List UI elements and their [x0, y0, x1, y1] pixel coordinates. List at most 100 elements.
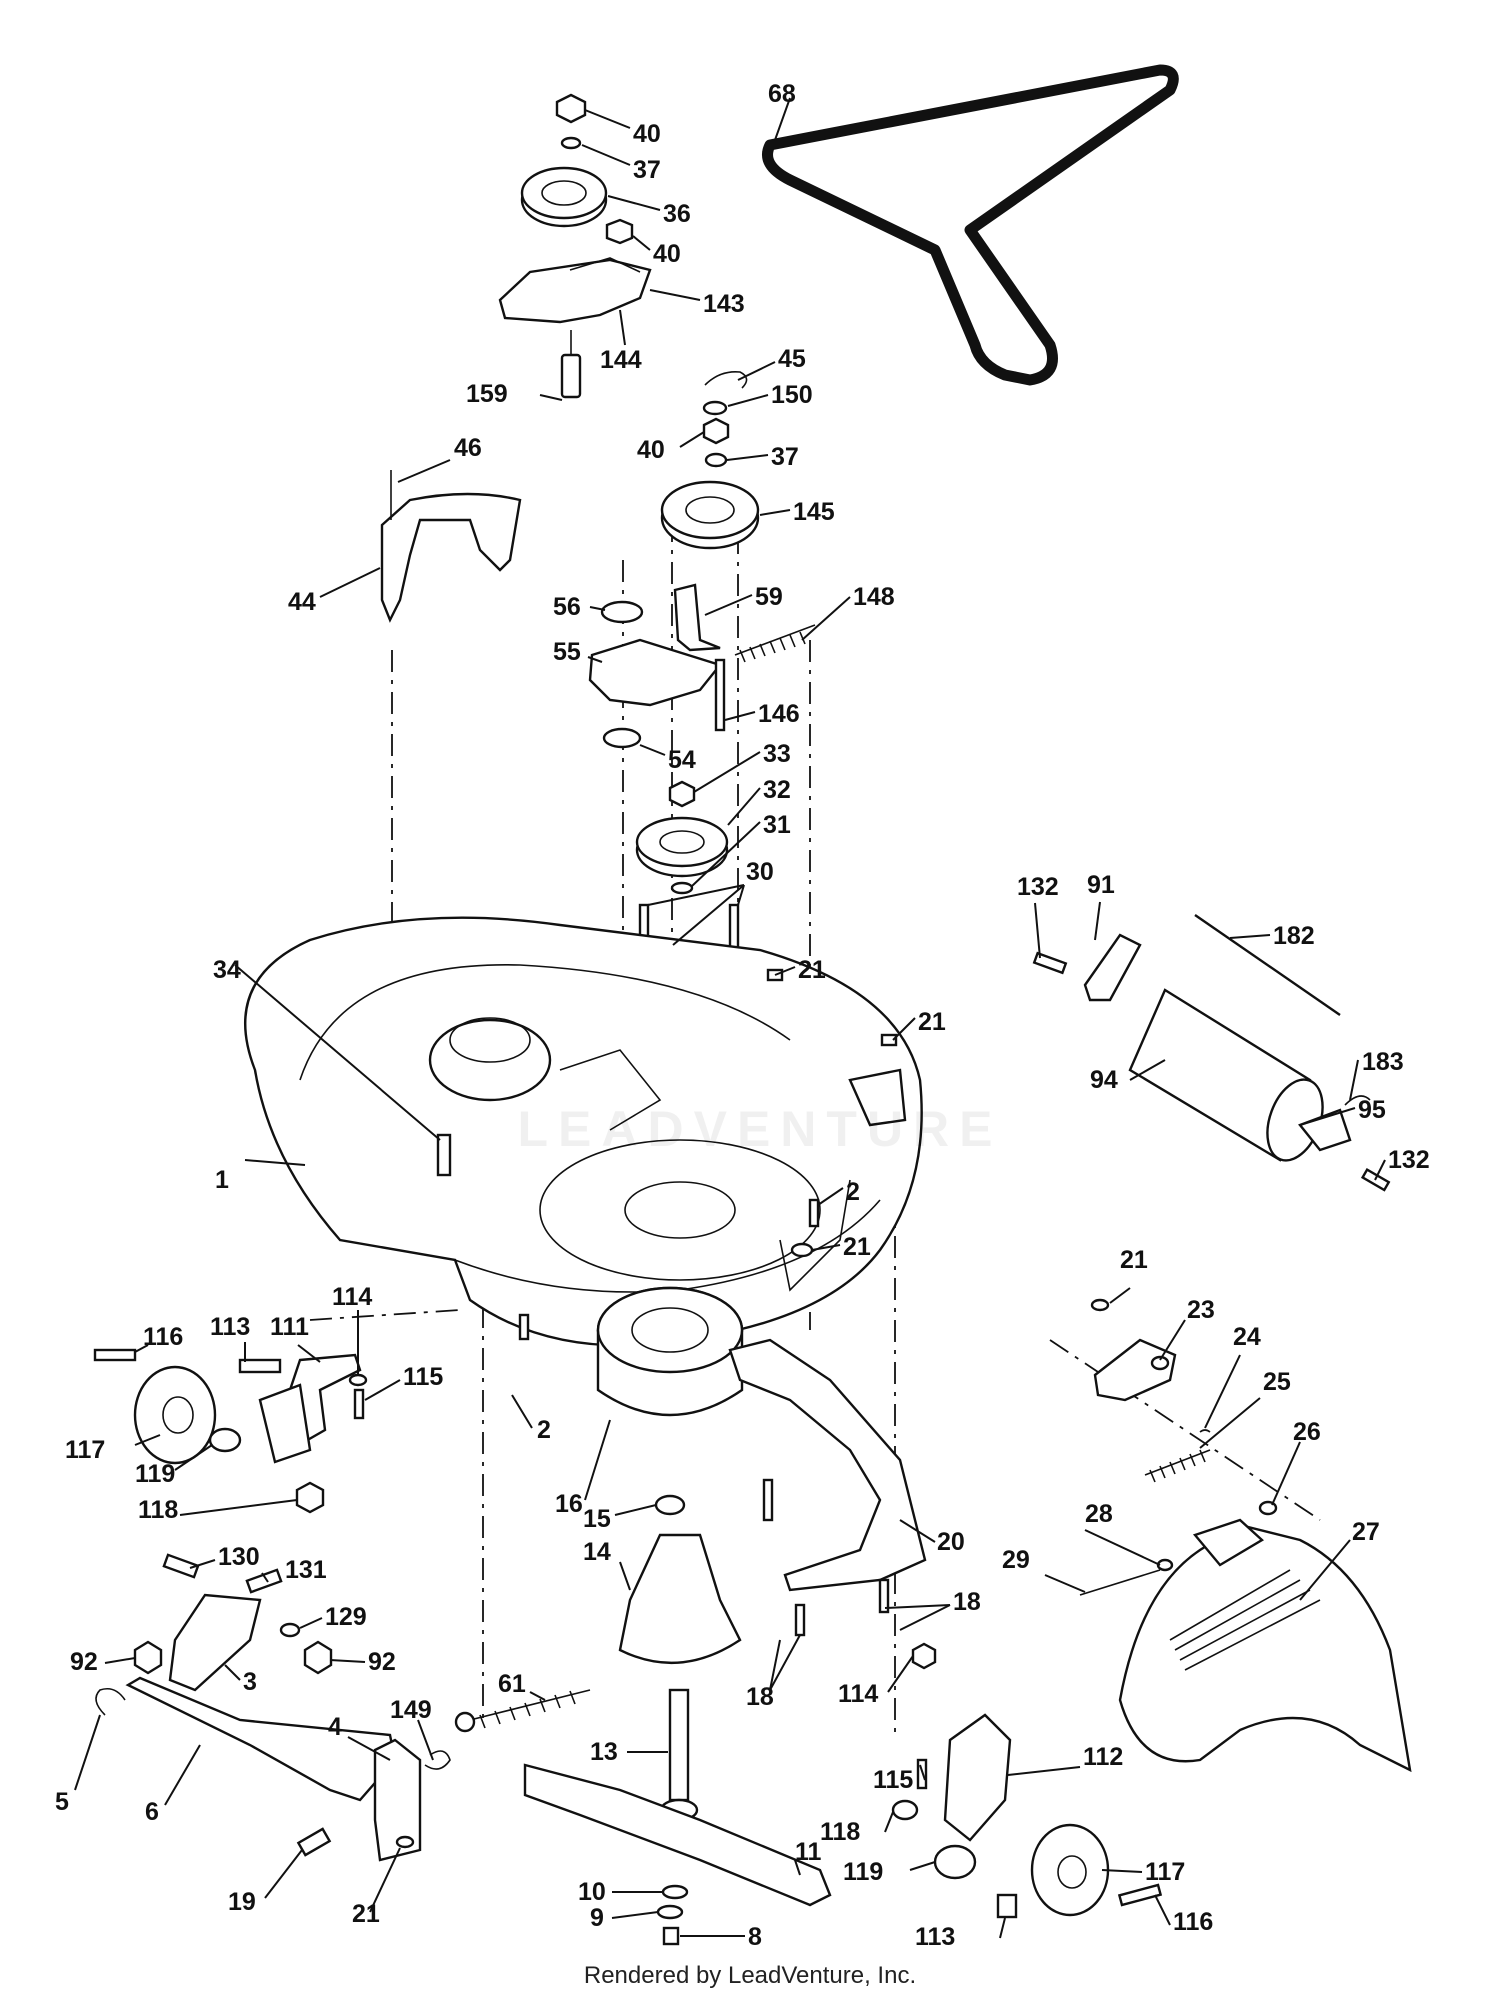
callout-8: 8 [748, 1923, 762, 1951]
callout-28: 28 [1085, 1500, 1113, 1528]
callout-21: 21 [352, 1900, 380, 1928]
callout-56: 56 [553, 593, 581, 621]
callout-5: 5 [55, 1788, 69, 1816]
left-wheel-assembly [93, 1348, 368, 1514]
callout-159: 159 [466, 380, 508, 408]
callout-61: 61 [498, 1670, 526, 1698]
callout-91: 91 [1087, 871, 1115, 899]
callout-21: 21 [843, 1233, 871, 1261]
callout-59: 59 [755, 583, 783, 611]
spindle-assembly [523, 1286, 832, 1946]
callout-34: 34 [213, 956, 241, 984]
callout-19: 19 [228, 1888, 256, 1916]
callout-118: 118 [138, 1496, 178, 1524]
callout-68: 68 [768, 80, 796, 108]
callout-118: 118 [820, 1818, 860, 1846]
bolts-18 [762, 1478, 937, 1670]
callout-132: 132 [1388, 1146, 1430, 1174]
callout-24: 24 [1233, 1323, 1261, 1351]
callout-9: 9 [590, 1904, 604, 1932]
callout-3: 3 [243, 1668, 257, 1696]
callout-40: 40 [637, 436, 665, 464]
callout-14: 14 [583, 1538, 611, 1566]
callout-40: 40 [633, 120, 661, 148]
callout-18: 18 [746, 1683, 774, 1711]
top-idler-assembly [498, 93, 652, 399]
callout-115: 115 [403, 1363, 443, 1391]
callout-2: 2 [846, 1178, 860, 1206]
callout-37: 37 [771, 443, 799, 471]
callout-37: 37 [633, 156, 661, 184]
callout-119: 119 [135, 1460, 175, 1488]
callout-150: 150 [771, 381, 813, 409]
callout-114: 114 [332, 1283, 372, 1311]
callout-55: 55 [553, 638, 581, 666]
callout-4: 4 [328, 1713, 342, 1741]
callout-1: 1 [215, 1166, 229, 1194]
idler-arm-group [588, 583, 816, 987]
callout-119: 119 [843, 1858, 883, 1886]
callout-18: 18 [953, 1588, 981, 1616]
callout-54: 54 [668, 746, 696, 774]
callout-40: 40 [653, 240, 681, 268]
callout-116: 116 [143, 1323, 183, 1351]
callout-116: 116 [1173, 1908, 1213, 1936]
callout-113: 113 [210, 1313, 250, 1341]
callout-46: 46 [454, 434, 482, 462]
callout-30: 30 [746, 858, 774, 886]
discharge-chute-assembly [1079, 1298, 1412, 1773]
callout-113: 113 [915, 1923, 955, 1951]
callout-21: 21 [798, 956, 826, 984]
watermark: LEADVENTURE [517, 1101, 1003, 1157]
callout-25: 25 [1263, 1368, 1291, 1396]
callout-16: 16 [555, 1490, 583, 1518]
deck-hardware [436, 968, 898, 1341]
leader-lines [74, 97, 1386, 1939]
callout-131: 131 [285, 1556, 327, 1584]
roller-assembly [1032, 914, 1391, 1192]
footer-credit: Rendered by LeadVenture, Inc. [583, 1962, 917, 1989]
callout-2: 2 [537, 1416, 551, 1444]
callout-31: 31 [763, 811, 791, 839]
callout-29: 29 [1002, 1546, 1030, 1574]
lift-link-assembly [95, 1676, 591, 1862]
callout-145: 145 [793, 498, 835, 526]
callout-44: 44 [288, 588, 316, 616]
callout-10: 10 [578, 1878, 606, 1906]
callout-117: 117 [1145, 1858, 1185, 1886]
right-wheel-assembly [891, 1713, 1163, 1919]
callout-95: 95 [1358, 1096, 1386, 1124]
callout-11: 11 [795, 1838, 822, 1866]
front-hanger-assembly [133, 1553, 333, 1692]
callout-143: 143 [703, 290, 745, 318]
callout-27: 27 [1352, 1518, 1380, 1546]
callout-33: 33 [763, 740, 791, 768]
callout-6: 6 [145, 1798, 159, 1826]
callout-115: 115 [873, 1766, 913, 1794]
idler-stack [660, 370, 760, 550]
callout-26: 26 [1293, 1418, 1321, 1446]
callout-183: 183 [1362, 1048, 1404, 1076]
callout-132: 132 [1017, 873, 1059, 901]
callout-labels: 68 40 37 36 40 143 144 159 45 150 40 37 … [55, 80, 1430, 1951]
callout-92: 92 [70, 1648, 98, 1676]
callout-13: 13 [590, 1738, 618, 1766]
callout-130: 130 [218, 1543, 260, 1571]
callout-36: 36 [663, 200, 691, 228]
callout-45: 45 [778, 345, 806, 373]
belt-shield-44 [380, 492, 522, 623]
callout-23: 23 [1187, 1296, 1215, 1324]
callout-21: 21 [1120, 1246, 1148, 1274]
callout-144: 144 [600, 346, 642, 374]
callout-21: 21 [918, 1008, 946, 1036]
callout-32: 32 [763, 776, 791, 804]
callout-129: 129 [325, 1603, 367, 1631]
callout-182: 182 [1273, 922, 1315, 950]
mower-deck-1 [244, 916, 923, 1347]
callout-94: 94 [1090, 1066, 1118, 1094]
callout-20: 20 [937, 1528, 965, 1556]
callout-92: 92 [368, 1648, 396, 1676]
callout-117: 117 [65, 1436, 105, 1464]
callout-15: 15 [583, 1505, 611, 1533]
